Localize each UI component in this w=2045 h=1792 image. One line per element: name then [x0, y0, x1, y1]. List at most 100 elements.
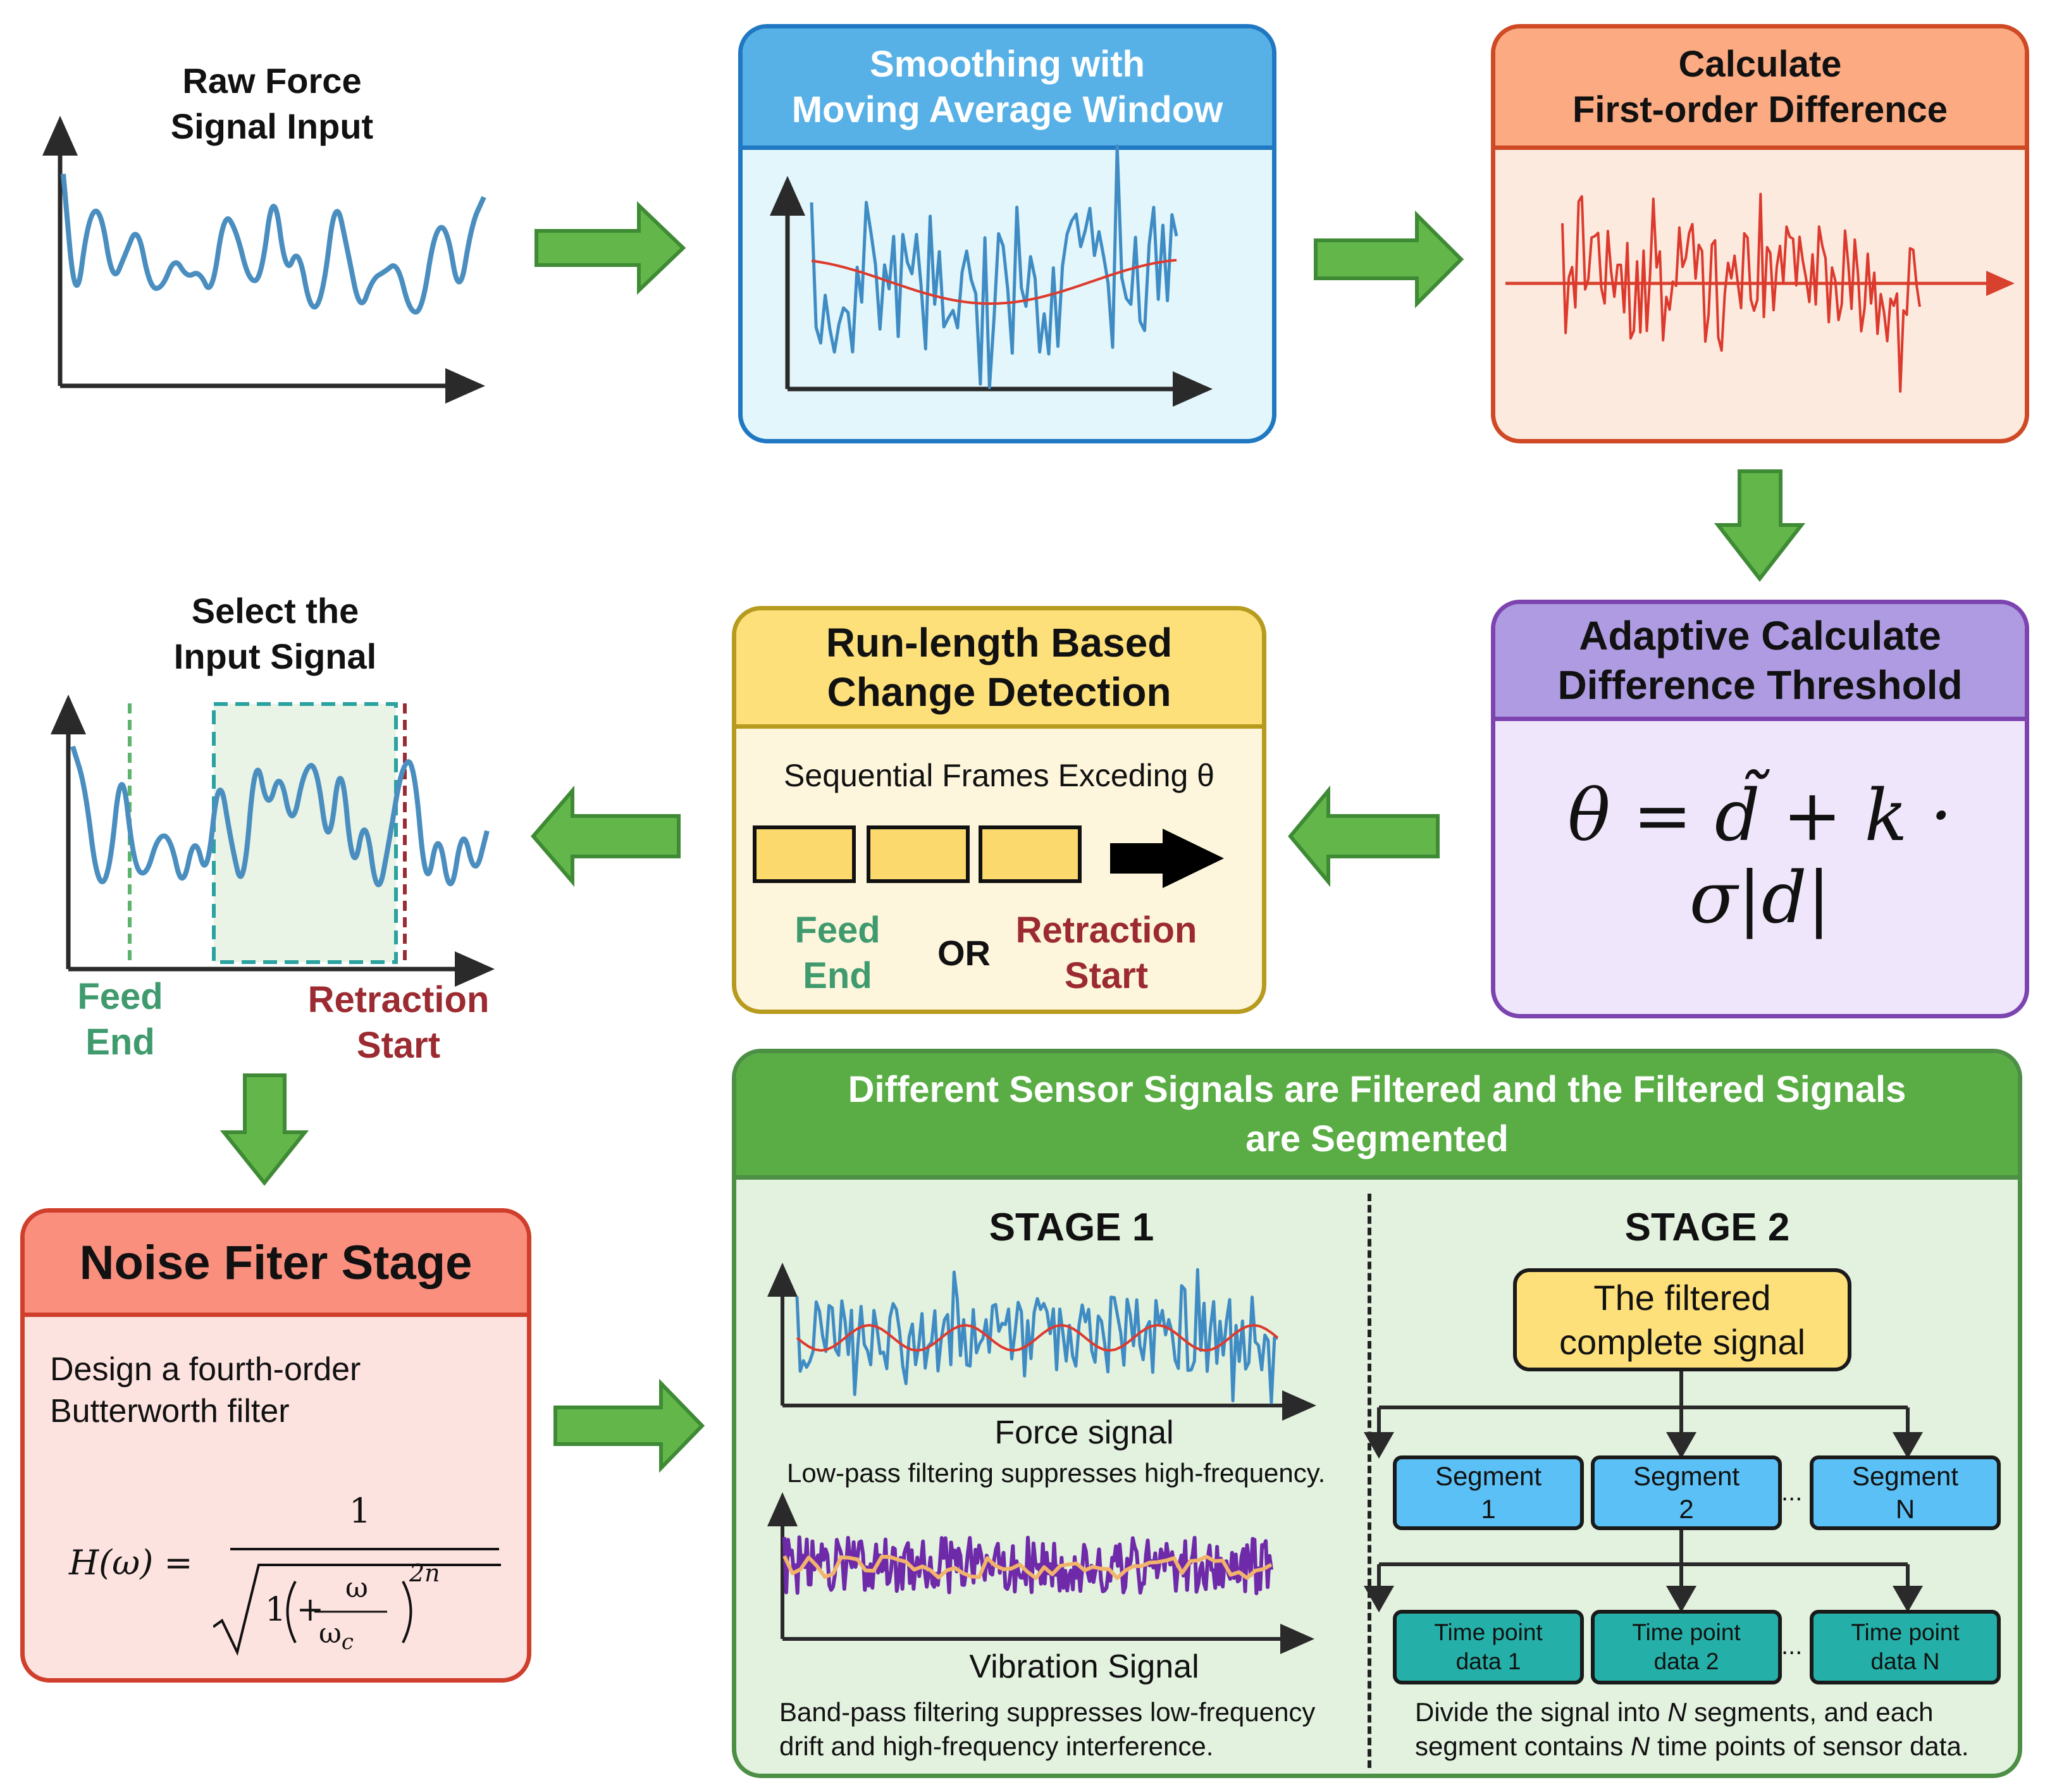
frames-caption: Sequential Frames Exceding θ: [784, 758, 1214, 793]
node-line: Time point: [1632, 1619, 1741, 1645]
segment-ellipsis: ...: [1781, 1478, 1803, 1506]
difference-box: Calculate First-order Difference: [1491, 24, 2029, 443]
title-line: Different Sensor Signals are Filtered an…: [848, 1068, 1906, 1110]
formula-numerator: 1: [349, 1491, 371, 1531]
raw-force-plot: [42, 116, 486, 404]
title-line: Input Signal: [173, 636, 377, 676]
node-line: 1: [1481, 1494, 1496, 1524]
runlength-header: Run-length Based Change Detection: [736, 610, 1262, 729]
desc-line: Band-pass filtering suppresses low-frequ…: [779, 1697, 1316, 1727]
label-line: Start: [1064, 955, 1149, 996]
node-line: Time point: [1434, 1619, 1543, 1645]
butterworth-formula: H(ω) = 1 1 + ω ωc 2n: [69, 1485, 512, 1656]
title-line: are Segmented: [1245, 1118, 1509, 1159]
sqrt-symbol: [213, 1564, 501, 1656]
force-signal-description: Low-pass filtering suppresses high-frequ…: [787, 1458, 1326, 1488]
formula-omega-c: ωc: [319, 1617, 354, 1655]
desc-line: Butterworth filter: [50, 1393, 290, 1430]
desc-text: Divide the signal into: [1415, 1697, 1668, 1727]
force-signal-label: Force signal: [994, 1414, 1174, 1451]
omega-subscript: c: [341, 1629, 354, 1655]
vibration-signal-description: Band-pass filtering suppresses low-frequ…: [779, 1695, 1361, 1764]
node-line: Time point: [1851, 1619, 1960, 1645]
select-retraction-start-label: Retraction Start: [294, 977, 503, 1068]
timepoint-node-1: Time point data 1: [1393, 1610, 1584, 1684]
label-line: Retraction: [307, 979, 490, 1020]
desc-italic-n: N: [1667, 1697, 1687, 1727]
node-line: Segment: [1435, 1461, 1542, 1491]
smoothing-box: Smoothing with Moving Average Window: [738, 24, 1276, 443]
segmentation-header: Different Sensor Signals are Filtered an…: [736, 1053, 2018, 1180]
label-line: Feed: [77, 976, 163, 1017]
stage-divider: [1368, 1194, 1371, 1768]
flow-arrow-right-icon: [1314, 210, 1464, 309]
desc-text: time points of sensor data.: [1650, 1731, 1969, 1761]
formula-lhs: H(ω) =: [69, 1543, 193, 1583]
desc-line: drift and high-frequency interference.: [779, 1731, 1214, 1761]
threshold-formula: θ = d̃ + k · σ|d|: [1567, 775, 1953, 939]
threshold-header: Adaptive Calculate Difference Threshold: [1495, 604, 2025, 721]
noise-filter-box: Noise Fiter Stage Design a fourth-order …: [20, 1208, 531, 1683]
flow-arrow-left-icon: [1288, 785, 1440, 887]
node-line: data N: [1870, 1648, 1940, 1674]
desc-line: Design a fourth-order: [50, 1351, 361, 1388]
node-line: complete signal: [1559, 1321, 1806, 1362]
flow-arrow-down-icon: [1714, 469, 1806, 582]
title-line: Adaptive Calculate: [1579, 613, 1941, 658]
select-title: Select the Input Signal: [117, 588, 433, 679]
title-line: Signal Input: [170, 106, 374, 146]
raw-input-title: Raw Force Signal Input: [114, 58, 430, 149]
title-line: Difference Threshold: [1557, 662, 1963, 708]
omega: ω: [319, 1617, 342, 1650]
smoothing-header: Smoothing with Moving Average Window: [743, 28, 1272, 150]
stage2-tree-connectors: [1364, 1371, 1923, 1612]
stage2-description: Divide the signal into N segments, and e…: [1415, 1695, 2016, 1764]
formula-omega: ω: [345, 1572, 368, 1604]
desc-text: segments, and each: [1686, 1697, 1934, 1727]
node-line: 2: [1679, 1494, 1694, 1524]
node-line: data 1: [1455, 1648, 1521, 1674]
timepoint-node-2: Time point data 2: [1591, 1610, 1782, 1684]
noise-filter-description: Design a fourth-order Butterworth filter: [50, 1349, 361, 1432]
title-line: Calculate: [1678, 43, 1842, 85]
timepoint-node-n: Time point data N: [1810, 1610, 2001, 1684]
timepoint-ellipsis: ...: [1781, 1632, 1803, 1660]
formula-one: 1 +: [265, 1591, 324, 1629]
flow-arrow-down-icon: [219, 1073, 309, 1186]
node-line: data 2: [1653, 1648, 1719, 1674]
select-feed-end-label: Feed End: [57, 974, 183, 1065]
title-line: Smoothing with: [870, 43, 1145, 85]
title-line: Raw Force: [182, 61, 362, 101]
stage2-title: STAGE 2: [1624, 1206, 1790, 1249]
retraction-start-label: Retraction Start: [989, 908, 1223, 999]
node-line: N: [1895, 1494, 1915, 1524]
feed-end-label: Feed End: [774, 908, 901, 999]
flow-arrow-right-icon: [534, 201, 686, 295]
label-line: End: [803, 955, 872, 996]
label-line: End: [85, 1022, 155, 1063]
label-line: Start: [356, 1025, 441, 1066]
formula-exponent: 2n: [409, 1559, 440, 1587]
flow-arrow-left-icon: [531, 785, 681, 887]
label-line: Feed: [794, 910, 880, 951]
vibration-signal-label: Vibration Signal: [969, 1648, 1199, 1685]
fraction-bar: [230, 1548, 499, 1550]
node-line: Segment: [1633, 1461, 1740, 1491]
node-line: The filtered: [1593, 1277, 1771, 1318]
title-line: Select the: [191, 591, 359, 631]
title-line: Change Detection: [827, 669, 1171, 715]
desc-line: segment contains N time points of sensor…: [1415, 1729, 2016, 1764]
title-line: Run-length Based: [825, 620, 1173, 665]
or-label: OR: [937, 933, 991, 973]
desc-italic-n: N: [1630, 1731, 1650, 1761]
filtered-signal-node: The filtered complete signal: [1513, 1268, 1851, 1371]
node-line: Segment: [1851, 1461, 1959, 1491]
flow-arrow-right-icon: [553, 1378, 705, 1473]
desc-line: Divide the signal into N segments, and e…: [1415, 1695, 2016, 1729]
difference-header: Calculate First-order Difference: [1495, 28, 2025, 150]
label-line: Retraction: [1015, 910, 1197, 951]
threshold-box: Adaptive Calculate Difference Threshold …: [1491, 600, 2029, 1018]
noise-filter-title: Noise Fiter Stage: [79, 1235, 473, 1290]
